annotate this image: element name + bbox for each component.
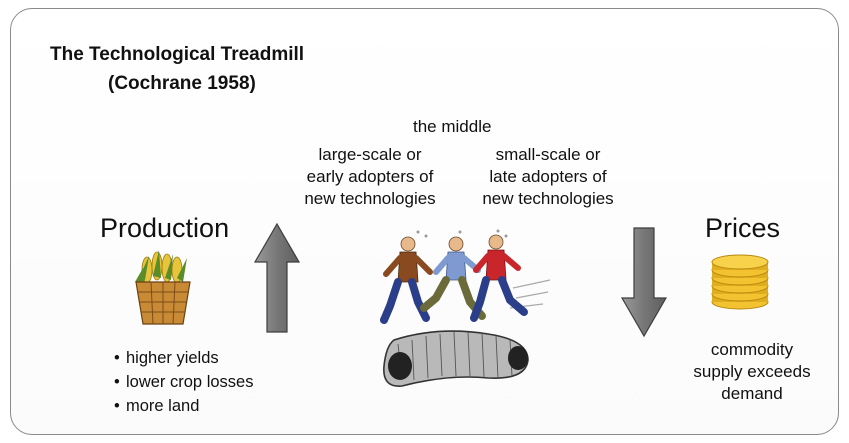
title-line-1: The Technological Treadmill: [50, 44, 305, 65]
prices-caption-line-1: commodity: [710, 340, 794, 359]
small-scale-label: small-scale or late adopters of new tech…: [463, 144, 633, 210]
large-scale-label: large-scale or early adopters of new tec…: [290, 144, 450, 210]
production-bullets: •higher yields •lower crop losses •more …: [114, 346, 253, 418]
corn-basket-icon: [135, 250, 191, 325]
treadmill-belt-icon: [383, 330, 529, 387]
large-scale-line-1: large-scale or: [318, 145, 422, 164]
title-line-2: (Cochrane 1958): [108, 73, 256, 94]
bullet-text: higher yields: [126, 349, 219, 367]
small-scale-line-2: late adopters of: [489, 167, 607, 186]
large-scale-line-3: new technologies: [304, 189, 436, 208]
prices-down-arrow: [620, 227, 668, 338]
production-up-arrow: [253, 222, 301, 333]
bullet-text: lower crop losses: [126, 373, 254, 391]
bullet-text: more land: [126, 397, 200, 415]
large-scale-line-2: early adopters of: [306, 167, 434, 186]
small-scale-line-3: new technologies: [482, 189, 614, 208]
bullet-item: •higher yields: [114, 349, 219, 367]
prices-caption-line-3: demand: [721, 384, 783, 403]
bullet-item: •lower crop losses: [114, 373, 254, 391]
coin-stack-icon: [711, 254, 769, 310]
prices-caption-line-2: supply exceeds: [693, 362, 811, 381]
prices-caption: commodity supply exceeds demand: [678, 339, 826, 405]
bullet-item: •more land: [114, 397, 200, 415]
small-scale-line-1: small-scale or: [495, 145, 601, 164]
production-label: Production: [100, 213, 230, 243]
prices-label: Prices: [705, 213, 781, 243]
runners-icon: [380, 229, 551, 324]
middle-label: the middle: [413, 117, 492, 136]
